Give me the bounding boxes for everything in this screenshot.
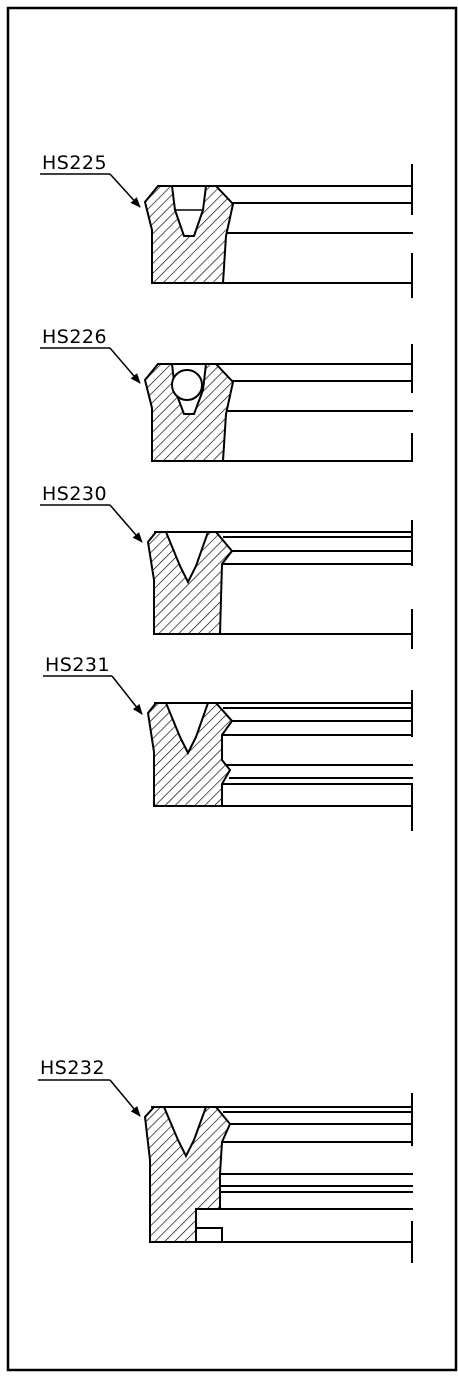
leader-arrow-1 [109, 173, 141, 208]
seal-groove [164, 702, 210, 756]
callout-label-1: HS225 [42, 152, 107, 174]
seal-cross-section [146, 702, 234, 807]
callout-label-2: HS226 [42, 326, 107, 348]
callout-label-3: HS230 [42, 483, 107, 505]
seal-groove [164, 531, 210, 585]
seal-section-4: HS231 [43, 654, 413, 831]
seal-section-5: HS232 [38, 1057, 413, 1263]
seal-section-1: HS225 [40, 152, 413, 298]
leader-arrow-2 [109, 347, 141, 384]
leader-arrow-3 [109, 504, 143, 543]
seal-section-2: HS226 [40, 326, 413, 462]
backup-ring [195, 1227, 223, 1243]
callout-label-5: HS232 [40, 1057, 105, 1079]
seal-cross-section [146, 531, 234, 635]
sheet-border [6, 6, 458, 1372]
seal-groove [162, 1106, 208, 1159]
callout-label-4: HS231 [45, 654, 110, 676]
spring-ring [171, 369, 203, 401]
seal-section-3: HS230 [40, 483, 413, 649]
seal-cross-section [143, 1106, 232, 1243]
leader-arrow-4 [111, 675, 143, 715]
leader-arrow-5 [109, 1079, 141, 1117]
